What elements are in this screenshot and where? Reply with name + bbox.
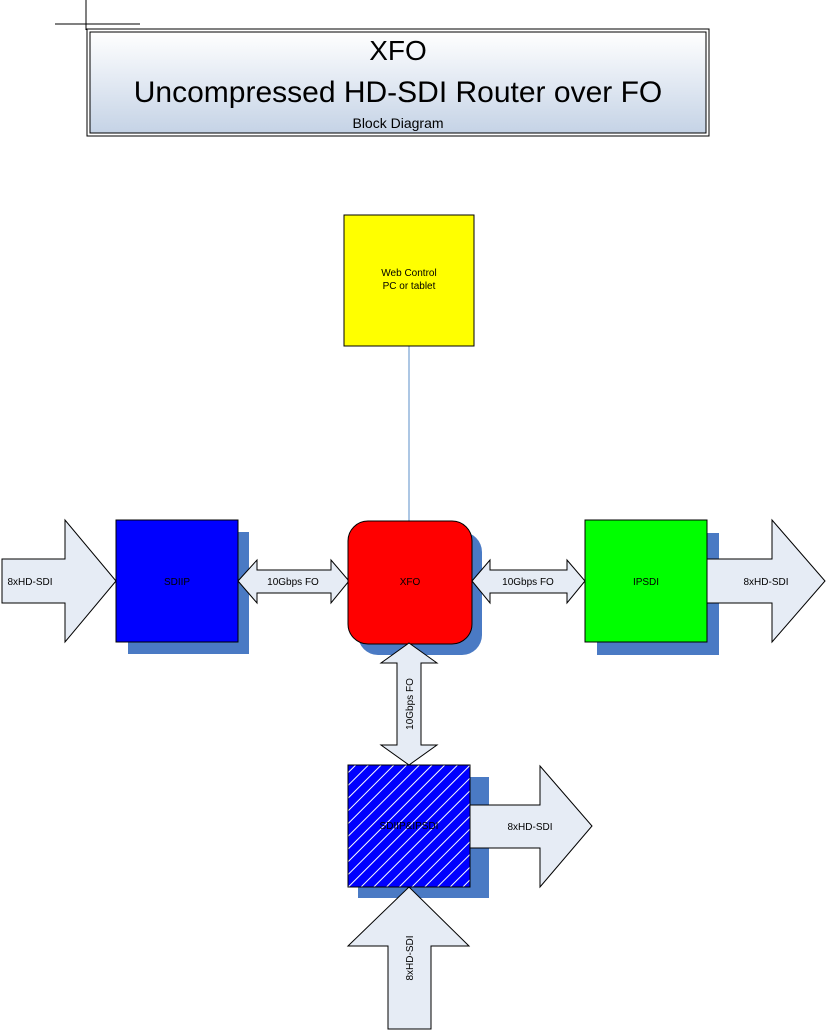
ipsdi-label: IPSDI (633, 577, 659, 588)
sdiip-ipsdi-label: SDIIP&IPSDI (380, 821, 439, 832)
link-arrow-left-label: 10Gbps FO (267, 577, 319, 588)
web-control-block: Web Control PC or tablet (343, 214, 475, 347)
output-arrow-right-label: 8xHD-SDI (743, 577, 788, 588)
diagram-caption: Block Diagram (352, 115, 443, 131)
input-arrow-bottom: 8xHD-SDI (346, 886, 471, 1030)
input-arrow-bottom-label: 8xHD-SDI (405, 935, 416, 980)
xfo-block: XFO (347, 520, 482, 655)
sdiip-label: SDIIP (164, 577, 190, 588)
output-arrow-bottom-right: 8xHD-SDI (469, 764, 593, 889)
output-arrow-bottom-right-label: 8xHD-SDI (507, 822, 552, 833)
link-arrow-down: 10Gbps FO (379, 642, 439, 766)
output-arrow-right: 8xHD-SDI (706, 518, 826, 644)
link-arrow-right-label: 10Gbps FO (502, 577, 554, 588)
link-arrow-down-label: 10Gbps FO (405, 678, 416, 730)
web-control-label-line2: PC or tablet (383, 281, 436, 292)
crop-marks (55, 0, 140, 30)
xfo-label: XFO (400, 577, 421, 588)
title-block: XFO Uncompressed HD-SDI Router over FO B… (86, 28, 710, 137)
sdiip-block: SDIIP (115, 519, 249, 654)
sdiip-ipsdi-block: SDIIP&IPSDI (347, 764, 489, 898)
diagram-title: XFO (369, 35, 427, 66)
diagram-subtitle: Uncompressed HD-SDI Router over FO (134, 76, 663, 109)
input-arrow-left: 8xHD-SDI (1, 518, 117, 644)
link-arrow-left: 10Gbps FO (237, 558, 350, 605)
input-arrow-left-label: 8xHD-SDI (7, 577, 52, 588)
web-control-label-line1: Web Control (381, 268, 436, 279)
link-arrow-right: 10Gbps FO (471, 558, 586, 605)
ipsdi-block: IPSDI (584, 519, 719, 655)
